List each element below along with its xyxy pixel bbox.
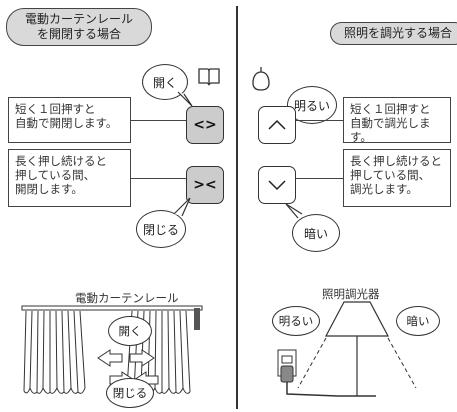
open-button-symbol: <>	[193, 117, 217, 133]
illus-bubble-dark-label: 暗い	[406, 314, 430, 328]
illus-bubble-bright: 明るい	[272, 306, 320, 336]
dim-button[interactable]	[258, 166, 296, 204]
left-short-line2: 自動で開閉します。	[15, 116, 118, 130]
left-long-line1: 長く押し続けると	[15, 154, 107, 168]
left-title-tag: 電動カーテンレール を開閉する場合	[6, 8, 152, 46]
bubble-close-tail	[173, 197, 191, 217]
left-long-line2: 押している間、	[15, 168, 96, 182]
right-long-line3: 調光します。	[350, 182, 418, 196]
left-long-press-box: 長く押し続けると 押している間、 開閉します。	[8, 149, 131, 207]
open-button[interactable]: <>	[186, 106, 224, 144]
bubble-bright: 明るい	[287, 86, 337, 124]
chevron-down-icon	[268, 180, 286, 191]
bubble-open: 開く	[142, 64, 188, 100]
illus-bubble-open: 開く	[108, 316, 152, 346]
left-long-line3: 開閉します。	[15, 182, 83, 196]
bubble-close-label: 閉じる	[142, 222, 179, 237]
center-divider	[236, 6, 238, 409]
bubble-dark-label: 暗い	[303, 226, 328, 241]
left-short-press-box: 短く１回押すと 自動で開閉します。	[8, 97, 131, 143]
right-title-tag: 照明を調光する場合	[330, 22, 457, 45]
right-box-connector-bottom	[296, 178, 343, 179]
illus-bubble-close: 閉じる	[106, 378, 154, 408]
close-button[interactable]: ><	[186, 166, 224, 204]
bubble-dark-tail	[285, 203, 303, 219]
illus-bubble-dark: 暗い	[396, 306, 440, 336]
chevron-up-icon	[268, 119, 286, 130]
right-long-line1: 長く押し続けると	[350, 154, 442, 168]
right-long-press-box: 長く押し続けると 押している間、 調光します。	[343, 149, 451, 207]
bubble-open-label: 開く	[152, 75, 177, 90]
hook-icon	[252, 67, 270, 91]
left-title-line2: を開閉する場合	[36, 27, 121, 41]
right-box-connector-top	[296, 120, 343, 121]
illus-bubble-close-label: 閉じる	[112, 386, 148, 400]
bubble-close: 閉じる	[136, 210, 186, 248]
lamp-illustration	[277, 301, 417, 397]
dimmer-caption: 照明調光器	[322, 287, 380, 301]
close-button-symbol: ><	[193, 177, 217, 193]
right-long-line2: 押している間、	[350, 168, 431, 182]
left-box-connector-bottom	[131, 178, 187, 179]
book-icon	[198, 68, 220, 86]
left-short-line1: 短く１回押すと	[15, 102, 96, 116]
left-title-line1: 電動カーテンレール	[24, 12, 133, 26]
illus-bubble-bright-label: 明るい	[278, 314, 314, 328]
brighten-button[interactable]	[258, 106, 296, 144]
right-short-press-box: 短く１回押すと 自動で調光します。	[343, 97, 451, 144]
left-box-connector-top	[131, 120, 187, 121]
right-short-line2: 自動で調光します。	[350, 116, 431, 144]
curtain-rail-caption: 電動カーテンレール	[75, 291, 179, 305]
right-title-text: 照明を調光する場合	[343, 26, 452, 40]
bubble-bright-label: 明るい	[293, 98, 330, 113]
bubble-dark: 暗い	[292, 214, 340, 252]
right-short-line1: 短く１回押すと	[350, 102, 431, 116]
illus-bubble-open-label: 開く	[118, 324, 142, 338]
